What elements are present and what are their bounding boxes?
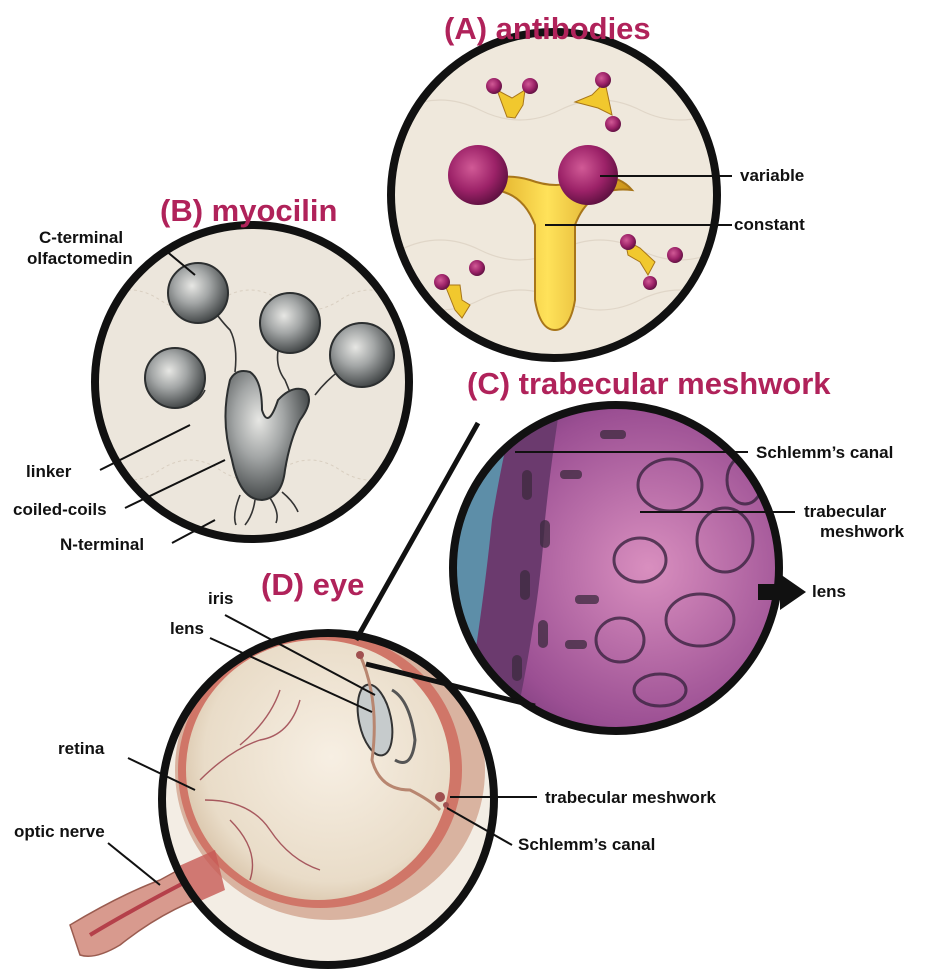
myocilin-title: (B) myocilin — [160, 195, 337, 226]
optic-nerve-leader — [108, 843, 160, 885]
olfactomedin-domain — [145, 348, 205, 408]
retina-label: retina — [58, 739, 104, 759]
myocilin-panel — [95, 225, 409, 543]
eye-title: (D) eye — [261, 569, 364, 600]
schlemms-canal-label: Schlemm’s canal — [756, 443, 893, 463]
antibodies-title: (A) antibodies — [444, 13, 651, 44]
antibodies-panel — [391, 32, 732, 358]
eye-schlemms-canal-label: Schlemm’s canal — [518, 835, 655, 855]
trabecular-meshwork-label: trabecular meshwork — [545, 788, 716, 808]
constant-label: constant — [734, 215, 805, 235]
c-terminal-label: C-terminal — [39, 228, 123, 248]
trabecular-panel — [450, 400, 806, 731]
n-terminal-label: N-terminal — [60, 535, 144, 555]
lens-label: lens — [170, 619, 204, 639]
olfactomedin-domain — [330, 323, 394, 387]
trabecular-title: (C) trabecular meshwork — [467, 368, 831, 399]
olfactomedin-domain — [168, 263, 228, 323]
meshwork-label: meshwork — [820, 522, 904, 542]
optic-nerve-label: optic nerve — [14, 822, 105, 842]
linker-label: linker — [26, 462, 71, 482]
olfactomedin-domain — [260, 293, 320, 353]
olfactomedin-label: olfactomedin — [27, 249, 133, 269]
lens-arrow-label: lens — [812, 582, 846, 602]
trabecular-label: trabecular — [804, 502, 886, 522]
variable-label: variable — [740, 166, 804, 186]
iris-label: iris — [208, 589, 234, 609]
coiled-coils-label: coiled-coils — [13, 500, 107, 520]
